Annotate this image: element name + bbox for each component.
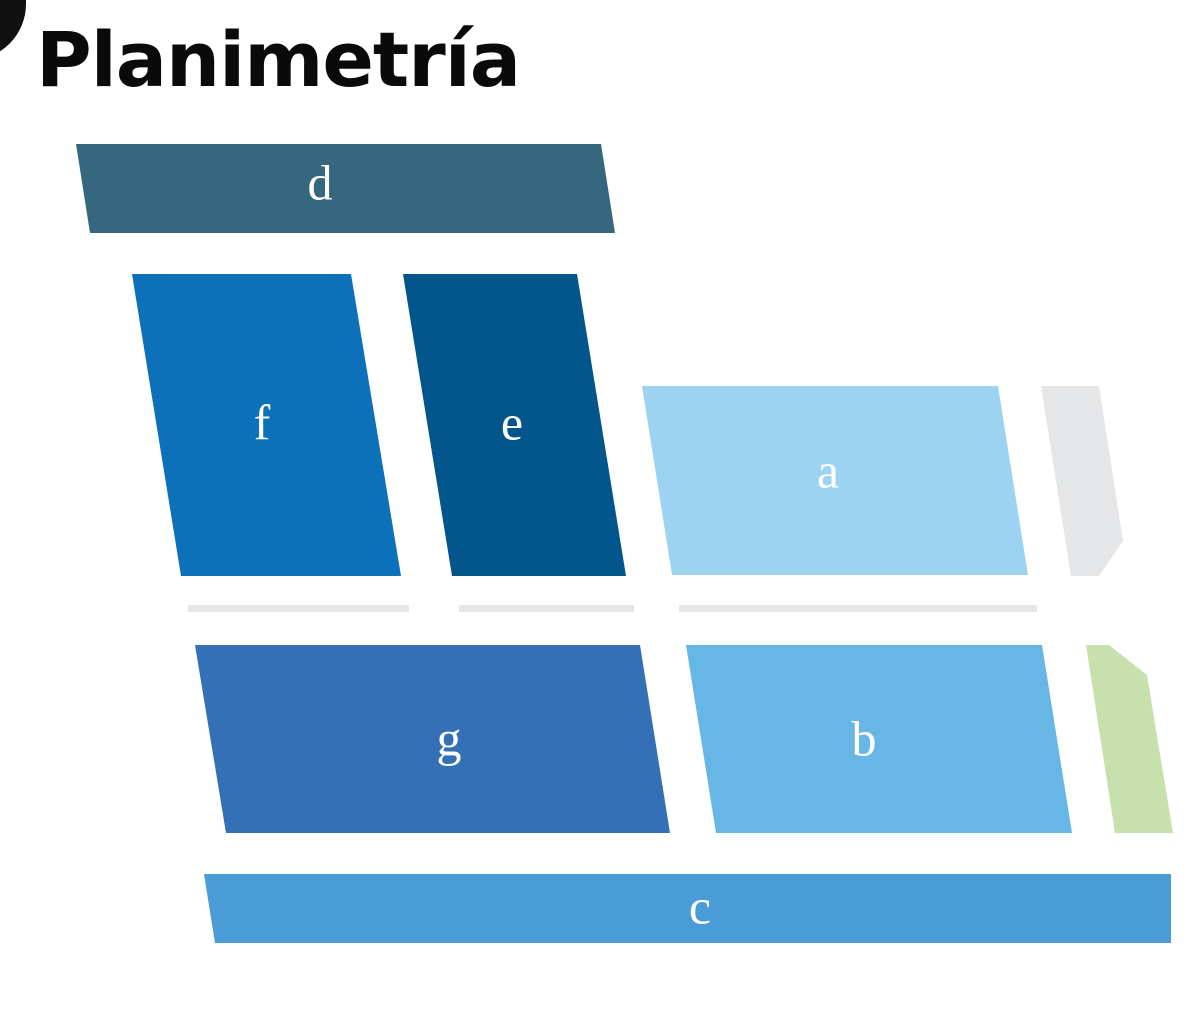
page-title: Planimetría (36, 15, 521, 104)
divider-1 (188, 605, 409, 612)
block-e[interactable]: e (403, 274, 626, 576)
block-b-label: b (852, 710, 877, 766)
block-g-label: g (437, 710, 462, 766)
block-c[interactable]: c (204, 874, 1171, 943)
block-b-shape (686, 645, 1072, 833)
gray-side-shape (1041, 386, 1123, 576)
block-g[interactable]: g (195, 645, 670, 833)
block-c-shape (204, 874, 1171, 943)
block-d-shape (76, 144, 615, 233)
divider-2 (459, 605, 634, 612)
block-d[interactable]: d (76, 144, 615, 233)
block-g-shape (195, 645, 670, 833)
block-b[interactable]: b (686, 645, 1072, 833)
green-side-shape (1086, 645, 1173, 833)
block-f-label: f (254, 394, 271, 450)
block-f[interactable]: f (132, 274, 401, 576)
block-a-label: a (817, 442, 839, 498)
divider-3 (679, 605, 1037, 612)
block-a[interactable]: a (642, 386, 1028, 575)
block-e-shape (403, 274, 626, 576)
block-c-label: c (689, 878, 711, 934)
block-d-label: d (308, 154, 333, 210)
block-f-shape (132, 274, 401, 576)
block-a-shape (642, 386, 1028, 575)
block-e-label: e (501, 394, 523, 450)
